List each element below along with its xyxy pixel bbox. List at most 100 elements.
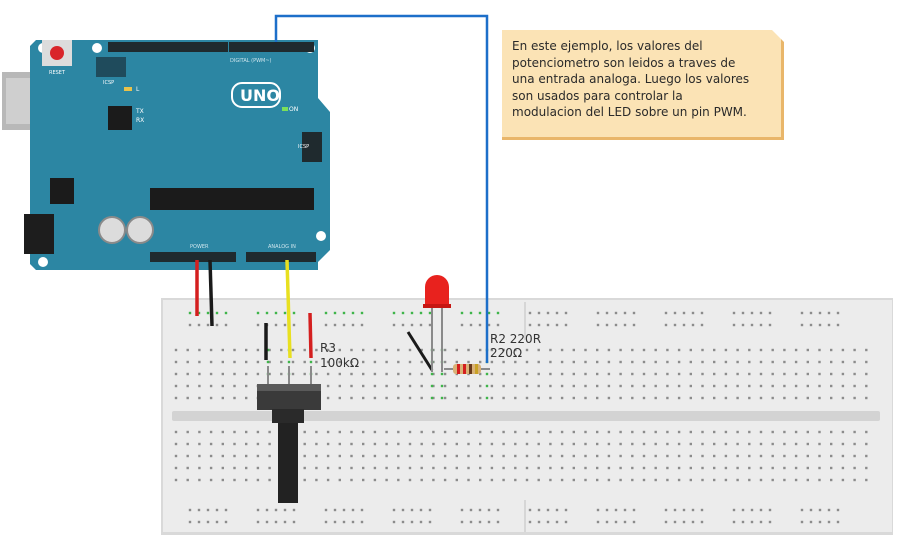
breadboard-hole <box>373 466 377 470</box>
breadboard-hole <box>572 360 575 364</box>
breadboard-hole <box>502 360 505 364</box>
breadboard-hole <box>280 360 283 364</box>
note-line: modulacion del LED sobre un pin PWM. <box>512 105 747 119</box>
r3-value: 100kΩ <box>320 356 359 370</box>
breadboard-hole <box>631 360 634 364</box>
icsp-header <box>302 132 322 162</box>
breadboard-hole <box>315 442 318 446</box>
breadboard-hole <box>186 384 189 388</box>
resistor-r2 <box>444 364 490 374</box>
breadboard-hole <box>420 478 423 482</box>
breadboard-hole <box>174 442 178 446</box>
breadboard-hole <box>701 360 704 364</box>
breadboard-hole <box>256 430 260 434</box>
breadboard-hole <box>700 520 704 524</box>
breadboard-hole <box>338 466 341 470</box>
breadboard-hole <box>701 466 704 470</box>
breadboard-hole <box>268 430 271 434</box>
breadboard-hole <box>783 454 786 458</box>
breadboard-hole <box>487 323 491 327</box>
breadboard-hole <box>174 430 178 434</box>
breadboard-hole <box>783 384 786 388</box>
breadboard-hole <box>607 384 611 388</box>
breadboard-hole <box>408 454 412 458</box>
breadboard-hole <box>572 384 575 388</box>
breadboard-hole <box>584 430 587 434</box>
breadboard-hole <box>490 384 494 388</box>
breadboard-hole <box>809 520 813 524</box>
breadboard-hole <box>502 384 505 388</box>
breadboard-hole <box>713 396 716 400</box>
breadboard-hole <box>783 372 786 376</box>
breadboard-hole <box>528 508 532 512</box>
breadboard-hole <box>268 360 271 364</box>
breadboard-hole <box>806 348 809 352</box>
breadboard-hole <box>537 478 540 482</box>
breadboard-hole <box>736 360 739 364</box>
pot-shaft[interactable] <box>278 423 298 503</box>
breadboard-hole <box>245 384 248 388</box>
led-l <box>124 87 132 91</box>
breadboard-hole <box>408 372 412 376</box>
breadboard-hole <box>619 466 622 470</box>
breadboard-hole <box>596 384 599 388</box>
breadboard-hole <box>806 372 809 376</box>
breadboard-hole <box>827 323 831 327</box>
breadboard-hole <box>830 442 833 446</box>
breadboard-hole <box>455 360 458 364</box>
breadboard-hole <box>614 508 618 512</box>
breadboard-hole <box>268 348 271 352</box>
breadboard-hole <box>502 442 505 446</box>
breadboard-hole <box>783 466 786 470</box>
breadboard-hole <box>467 466 470 470</box>
led <box>423 275 451 372</box>
breadboard-hole <box>397 454 400 458</box>
breadboard-hole <box>596 430 599 434</box>
breadboard-hole <box>818 454 821 458</box>
breadboard-hole <box>373 384 377 388</box>
breadboard-hole <box>619 372 622 376</box>
breadboard-hole <box>479 454 482 458</box>
breadboard-hole <box>783 360 786 364</box>
breadboard-hole <box>245 372 248 376</box>
breadboard-hole <box>420 396 423 400</box>
breadboard-hole <box>794 372 798 376</box>
breadboard-hole <box>771 478 774 482</box>
breadboard-hole <box>631 384 634 388</box>
breadboard-hole <box>564 323 568 327</box>
breadboard-hole <box>326 478 330 482</box>
breadboard-hole <box>631 454 634 458</box>
breadboard-hole <box>351 508 355 512</box>
breadboard-hole <box>303 442 306 446</box>
breadboard-hole <box>713 360 716 364</box>
breadboard-hole <box>460 323 464 327</box>
breadboard-hole <box>818 311 822 315</box>
breadboard-hole <box>771 360 774 364</box>
breadboard-hole <box>689 466 692 470</box>
breadboard-hole <box>666 466 669 470</box>
breadboard-hole <box>215 508 219 512</box>
breadboard-hole <box>514 466 517 470</box>
breadboard-hole <box>700 323 704 327</box>
breadboard-hole <box>759 478 763 482</box>
breadboard-hole <box>209 372 213 376</box>
breadboard-hole <box>397 396 400 400</box>
breadboard-hole <box>197 508 201 512</box>
breadboard-hole <box>666 478 669 482</box>
resistor-band <box>457 364 460 374</box>
breadboard-hole <box>771 384 774 388</box>
led-tx-label: TX <box>135 108 144 115</box>
breadboard-hole <box>631 348 634 352</box>
breadboard-hole <box>197 323 201 327</box>
breadboard-hole <box>265 520 269 524</box>
breadboard-hole <box>224 520 228 524</box>
breadboard-hole <box>333 520 337 524</box>
breadboard-hole <box>525 442 529 446</box>
breadboard-hole <box>713 372 716 376</box>
breadboard-hole <box>806 478 809 482</box>
led-l-label: L <box>136 86 140 93</box>
atmega-chip <box>150 188 314 210</box>
breadboard-hole <box>467 454 470 458</box>
breadboard-hole <box>584 454 587 458</box>
breadboard-hole <box>642 384 646 388</box>
